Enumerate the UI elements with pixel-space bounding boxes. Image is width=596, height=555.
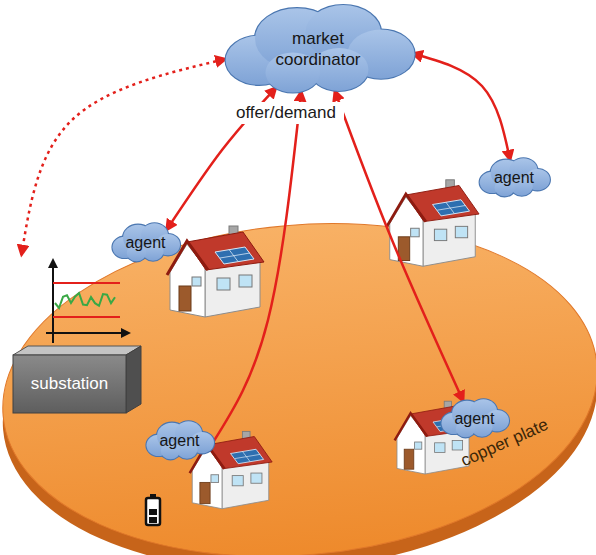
node-text: substation: [31, 374, 109, 394]
axis-arrow: [48, 258, 58, 268]
agent-cloud: agent: [475, 157, 553, 197]
box-front: [13, 355, 126, 413]
flow-arrow: [413, 54, 511, 161]
box-top: [13, 346, 141, 355]
house: [190, 431, 272, 508]
node-text-holder: agent: [437, 401, 512, 436]
limit-line: [53, 282, 120, 284]
coordinator-cloud: market coordinator: [213, 2, 423, 94]
chart-axis: [52, 265, 54, 343]
flow-arrow: [335, 91, 463, 401]
node-text-holder: substation: [13, 355, 126, 413]
chart-axis: [46, 332, 124, 334]
node-text-holder: agent: [142, 423, 217, 458]
node-text: agent: [125, 233, 165, 252]
limit-line: [53, 316, 120, 318]
agent-cloud: agent: [108, 222, 183, 262]
flow-arrow: [22, 59, 226, 255]
house: [387, 180, 479, 266]
box-side: [126, 346, 141, 413]
flow-label: offer/demand: [228, 102, 344, 124]
measurement-trace: [55, 293, 115, 308]
copper-plate-disk: [0, 200, 596, 555]
node-text-holder: market coordinator: [213, 9, 423, 90]
agent-cloud: agent: [142, 420, 217, 460]
node-text: market coordinator: [263, 29, 373, 70]
axis-arrow: [121, 328, 131, 338]
node-text: agent: [494, 168, 534, 187]
node-text: agent: [454, 409, 494, 428]
node-text-holder: agent: [475, 160, 553, 195]
substation-box: substation: [8, 255, 143, 415]
node-text-holder: agent: [108, 225, 183, 260]
battery-icon: [146, 494, 160, 525]
flow-arrow: [213, 91, 301, 442]
agent-cloud: agent: [437, 398, 512, 438]
house: [167, 226, 264, 317]
node-text: agent: [159, 431, 199, 450]
disk-top: [0, 200, 596, 555]
